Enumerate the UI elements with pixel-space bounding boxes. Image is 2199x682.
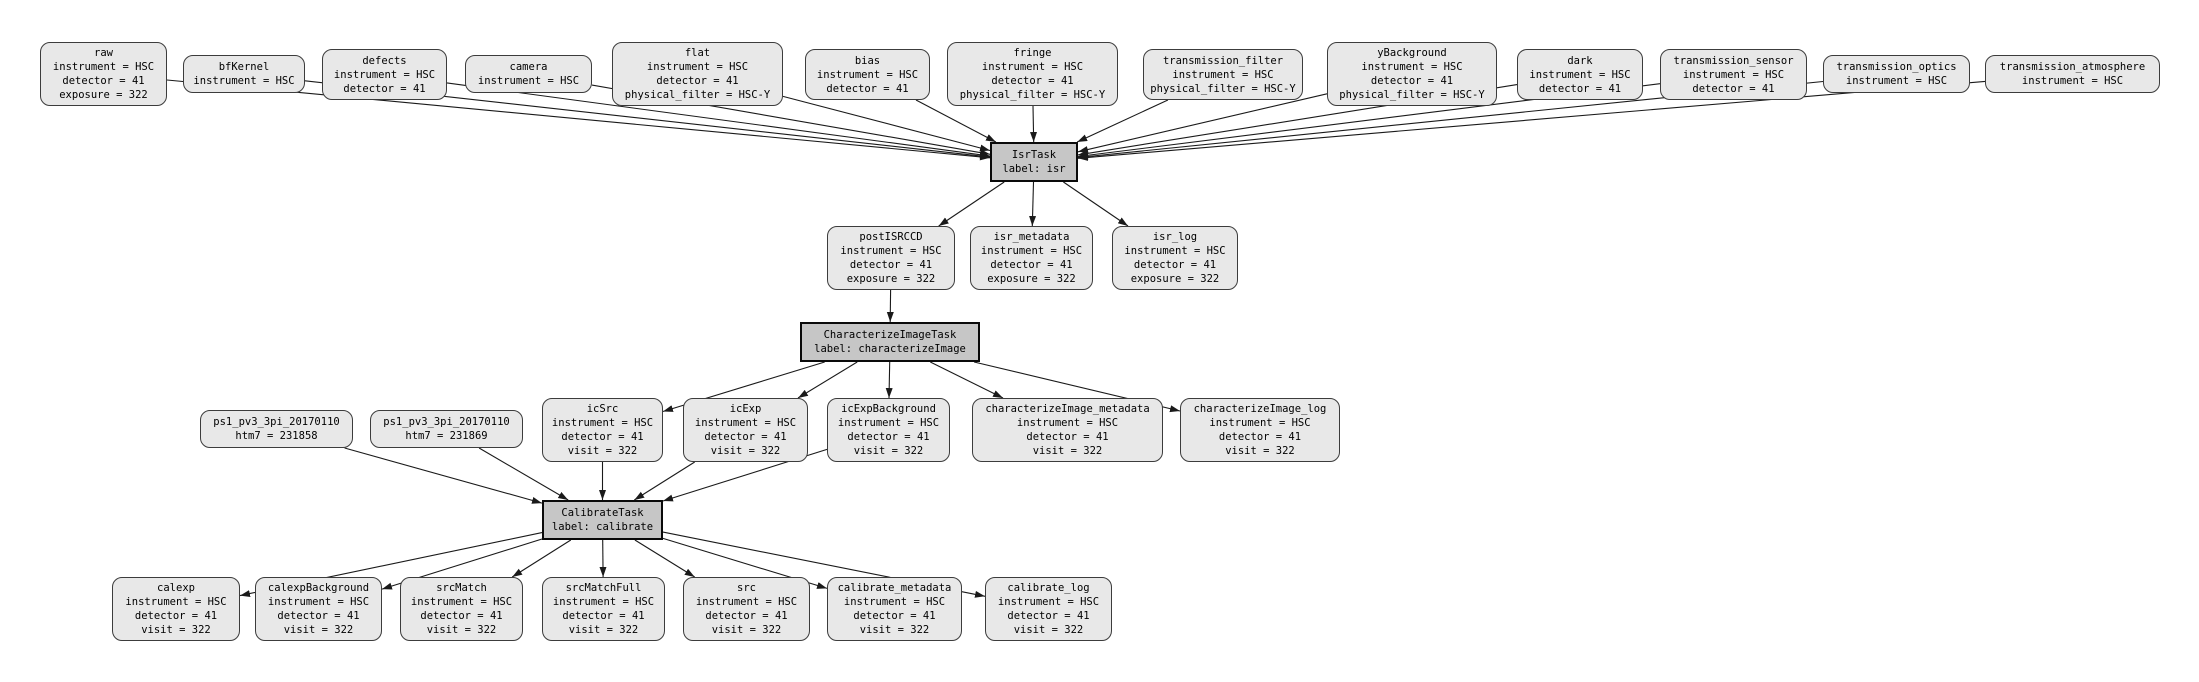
node-text: calibrate_log instrument = HSC detector … bbox=[997, 582, 1100, 636]
dataset-node-bias: bias instrument = HSC detector = 41 bbox=[805, 49, 930, 100]
dataset-node-srcmatch: srcMatch instrument = HSC detector = 41 … bbox=[400, 577, 523, 641]
dataset-node-defects: defects instrument = HSC detector = 41 bbox=[322, 49, 447, 100]
node-text: isr_metadata instrument = HSC detector =… bbox=[980, 231, 1083, 285]
dataset-node-transmission-sensor: transmission_sensor instrument = HSC det… bbox=[1660, 49, 1807, 100]
edge-characterizeImage-to-icExp bbox=[797, 361, 858, 399]
dataset-node-transmission-atmosphere: transmission_atmosphere instrument = HSC bbox=[1985, 55, 2160, 93]
edge-bias-to-isr bbox=[915, 99, 997, 143]
edge-isr-to-isr_metadata bbox=[1029, 181, 1037, 227]
node-text: calexpBackground instrument = HSC detect… bbox=[267, 582, 370, 636]
node-text: transmission_atmosphere instrument = HSC bbox=[1999, 61, 2146, 87]
node-text: characterizeImage_metadata instrument = … bbox=[985, 403, 1150, 457]
dataset-node-calibrate-metadata: calibrate_metadata instrument = HSC dete… bbox=[827, 577, 962, 641]
node-text: calibrate_metadata instrument = HSC dete… bbox=[837, 582, 952, 636]
node-text: dark instrument = HSC detector = 41 bbox=[1529, 54, 1631, 95]
node-text: icExp instrument = HSC detector = 41 vis… bbox=[694, 403, 797, 457]
edge-characterizeImage-to-icExpBackground bbox=[885, 361, 893, 399]
node-text: yBackground instrument = HSC detector = … bbox=[1339, 47, 1485, 101]
dataset-node-transmission-optics: transmission_optics instrument = HSC bbox=[1823, 55, 1970, 93]
dataset-node-icexpbackground: icExpBackground instrument = HSC detecto… bbox=[827, 398, 950, 462]
edge-transmission_filter-to-isr bbox=[1076, 99, 1169, 143]
node-text: transmission_filter instrument = HSC phy… bbox=[1150, 54, 1296, 95]
node-text: postISRCCD instrument = HSC detector = 4… bbox=[840, 231, 942, 285]
dataset-node-ps1-refcat-231858: ps1_pv3_3pi_20170110 htm7 = 231858 bbox=[200, 410, 353, 448]
edge-isr-to-postISRCCD bbox=[938, 181, 1005, 227]
edge-calibrate-to-src bbox=[634, 539, 695, 578]
edge-transmission_atmosphere-to-isr bbox=[1077, 80, 1986, 161]
edge-isr-to-isr_log bbox=[1063, 181, 1129, 227]
dataset-node-ybackground: yBackground instrument = HSC detector = … bbox=[1327, 42, 1497, 106]
node-text: src instrument = HSC detector = 41 visit… bbox=[695, 582, 798, 636]
node-text: ps1_pv3_3pi_20170110 htm7 = 231869 bbox=[383, 416, 510, 442]
task-node-isr: IsrTask label: isr bbox=[990, 142, 1078, 182]
node-text: CalibrateTask label: calibrate bbox=[551, 507, 654, 533]
node-text: calexp instrument = HSC detector = 41 vi… bbox=[125, 582, 227, 636]
node-text: icExpBackground instrument = HSC detecto… bbox=[837, 403, 940, 457]
task-node-characterize-image: CharacterizeImageTask label: characteriz… bbox=[800, 322, 980, 362]
node-text: transmission_optics instrument = HSC bbox=[1836, 61, 1957, 87]
node-text: camera instrument = HSC bbox=[477, 61, 580, 87]
edge-fringe-to-isr bbox=[1030, 105, 1038, 143]
dataset-node-transmission-filter: transmission_filter instrument = HSC phy… bbox=[1143, 49, 1303, 100]
dataset-node-fringe: fringe instrument = HSC detector = 41 ph… bbox=[947, 42, 1118, 106]
edge-ps1_b-to-calibrate bbox=[478, 447, 569, 501]
node-text: raw instrument = HSC detector = 41 expos… bbox=[52, 47, 155, 101]
dataset-node-camera: camera instrument = HSC bbox=[465, 55, 592, 93]
dataset-node-ps1-refcat-231869: ps1_pv3_3pi_20170110 htm7 = 231869 bbox=[370, 410, 523, 448]
node-text: fringe instrument = HSC detector = 41 ph… bbox=[959, 47, 1106, 101]
dataset-node-icexp: icExp instrument = HSC detector = 41 vis… bbox=[683, 398, 808, 462]
node-text: characterizeImage_log instrument = HSC d… bbox=[1193, 403, 1327, 457]
node-text: flat instrument = HSC detector = 41 phys… bbox=[624, 47, 771, 101]
node-text: icSrc instrument = HSC detector = 41 vis… bbox=[551, 403, 654, 457]
dataset-node-src: src instrument = HSC detector = 41 visit… bbox=[683, 577, 810, 641]
edge-calibrate-to-srcMatch bbox=[511, 539, 572, 578]
node-text: isr_log instrument = HSC detector = 41 e… bbox=[1124, 231, 1226, 285]
dataset-node-calexp: calexp instrument = HSC detector = 41 vi… bbox=[112, 577, 240, 641]
node-text: bfKernel instrument = HSC bbox=[193, 61, 295, 87]
dataset-node-bfkernel: bfKernel instrument = HSC bbox=[183, 55, 305, 93]
edge-ps1_a-to-calibrate bbox=[344, 447, 543, 504]
node-text: transmission_sensor instrument = HSC det… bbox=[1673, 54, 1794, 95]
node-text: ps1_pv3_3pi_20170110 htm7 = 231858 bbox=[213, 416, 340, 442]
node-text: bias instrument = HSC detector = 41 bbox=[816, 54, 919, 95]
edge-icExp-to-calibrate bbox=[634, 461, 695, 501]
task-node-calibrate: CalibrateTask label: calibrate bbox=[542, 500, 663, 540]
dataset-node-calibrate-log: calibrate_log instrument = HSC detector … bbox=[985, 577, 1112, 641]
dataset-node-flat: flat instrument = HSC detector = 41 phys… bbox=[612, 42, 783, 106]
edge-flat-to-isr bbox=[782, 95, 991, 152]
node-text: srcMatchFull instrument = HSC detector =… bbox=[552, 582, 655, 636]
edge-raw-to-isr bbox=[166, 79, 991, 161]
node-text: IsrTask label: isr bbox=[1002, 149, 1066, 175]
edge-characterizeImage-to-characterizeImage_metadata bbox=[930, 361, 1004, 399]
dataset-node-isr-log: isr_log instrument = HSC detector = 41 e… bbox=[1112, 226, 1238, 290]
dataset-node-characterizeimage-metadata: characterizeImage_metadata instrument = … bbox=[972, 398, 1163, 462]
edge-defects-to-isr bbox=[446, 82, 991, 159]
dataset-node-srcmatchfull: srcMatchFull instrument = HSC detector =… bbox=[542, 577, 665, 641]
dataset-node-isr-metadata: isr_metadata instrument = HSC detector =… bbox=[970, 226, 1093, 290]
dataset-node-raw: raw instrument = HSC detector = 41 expos… bbox=[40, 42, 167, 106]
dataset-node-dark: dark instrument = HSC detector = 41 bbox=[1517, 49, 1643, 100]
dataset-node-postisrccd: postISRCCD instrument = HSC detector = 4… bbox=[827, 226, 955, 290]
node-text: defects instrument = HSC detector = 41 bbox=[333, 54, 436, 95]
edge-yBackground-to-isr bbox=[1077, 93, 1328, 153]
dataset-node-calexpbackground: calexpBackground instrument = HSC detect… bbox=[255, 577, 382, 641]
node-text: CharacterizeImageTask label: characteriz… bbox=[814, 329, 966, 355]
node-text: srcMatch instrument = HSC detector = 41 … bbox=[410, 582, 513, 636]
dataset-node-characterizeimage-log: characterizeImage_log instrument = HSC d… bbox=[1180, 398, 1340, 462]
dataset-node-icsrc: icSrc instrument = HSC detector = 41 vis… bbox=[542, 398, 663, 462]
